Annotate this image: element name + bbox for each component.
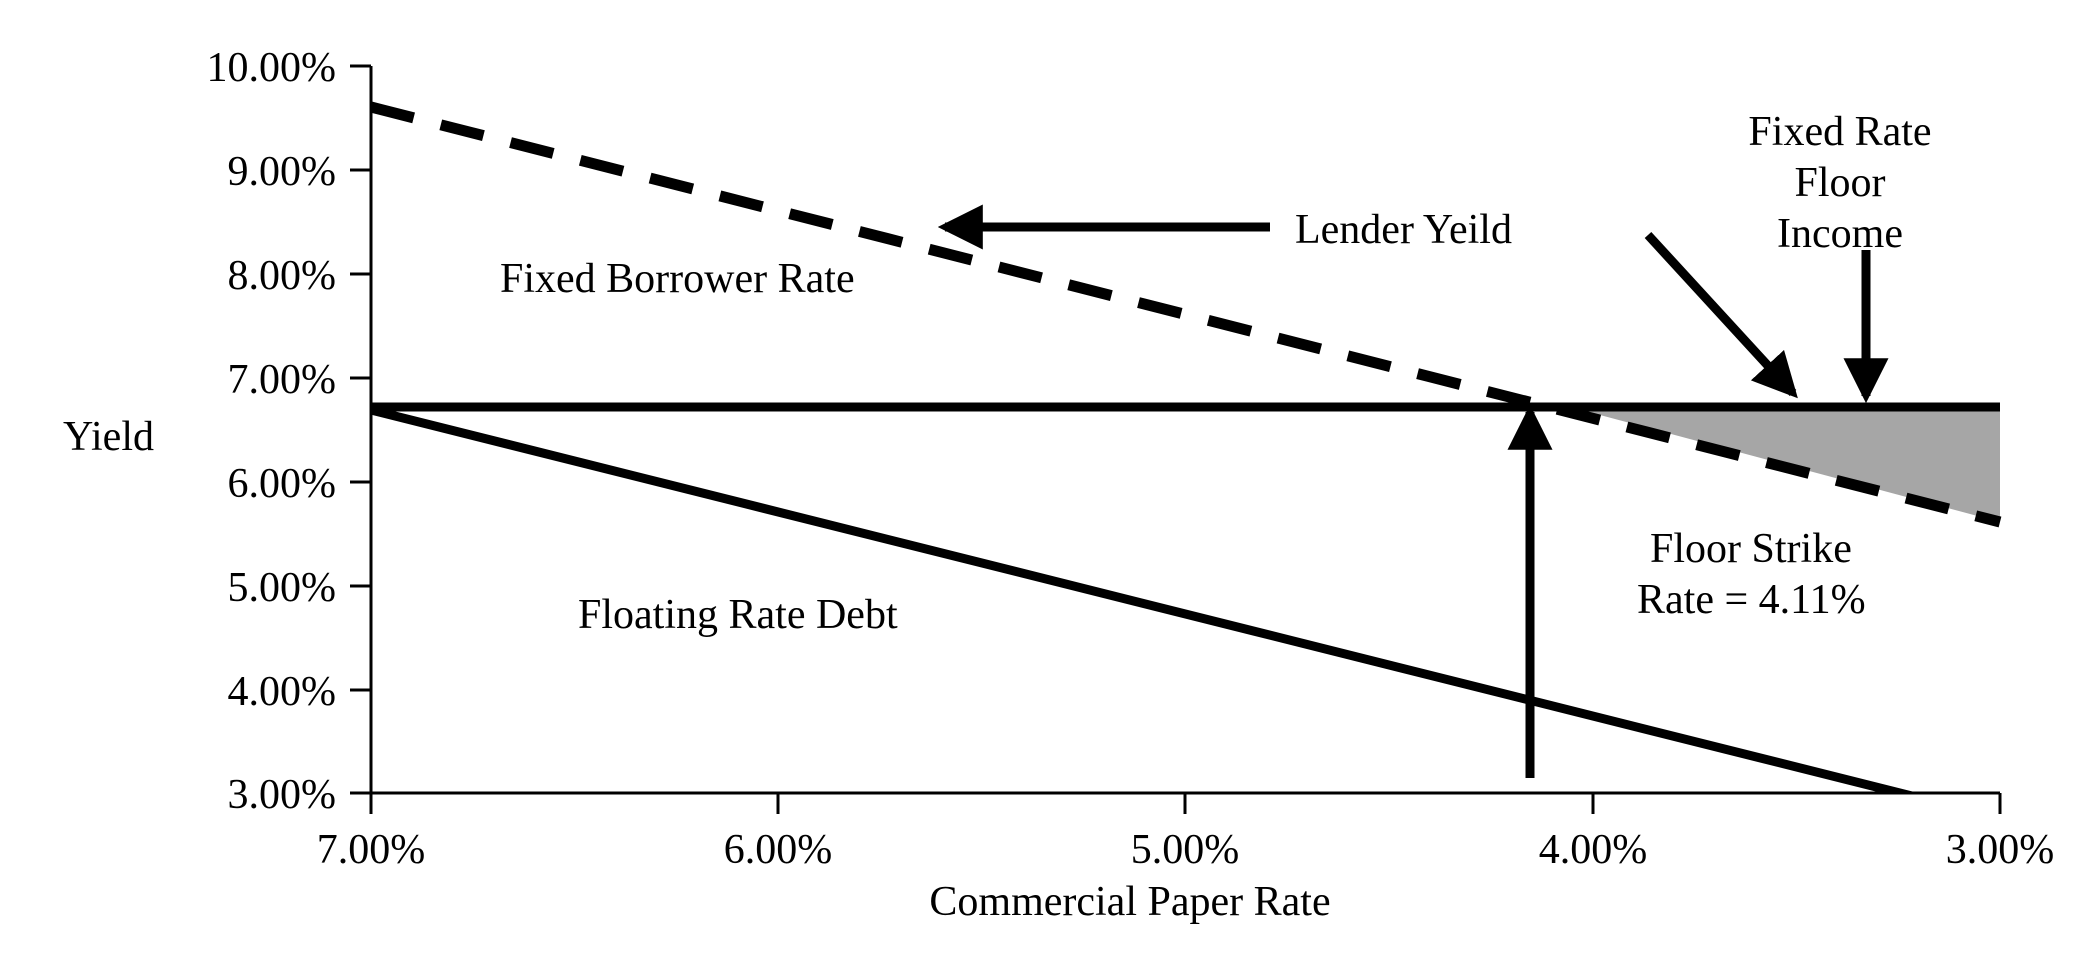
x-axis-title: Commercial Paper Rate	[929, 879, 1330, 925]
y-axis-title: Yield	[63, 414, 154, 460]
annotation-floor-income-line3: Income	[1777, 211, 1903, 257]
annotation-floor-income-line2: Floor	[1794, 160, 1885, 206]
x-tick-label-3: 3.00%	[1946, 827, 2055, 873]
annotation-lender-yeild: Lender Yeild	[1295, 207, 1512, 253]
x-axis-ticks-overlay	[369, 793, 2002, 814]
annotation-floor-strike-line1: Floor Strike	[1650, 526, 1852, 572]
y-tick-label-5: 5.00%	[228, 565, 337, 611]
series-lender-yeild-dashed-line	[369, 101, 2002, 528]
y-tick-label-8: 8.00%	[228, 253, 337, 299]
series-floating-rate-debt-line	[369, 405, 2002, 823]
y-tick-label-4: 4.00%	[228, 669, 337, 715]
floor-income-diagonal-arrow	[1644, 231, 1798, 399]
x-tick-label-4: 4.00%	[1539, 827, 1648, 873]
annotation-fixed-borrower-rate: Fixed Borrower Rate	[500, 256, 855, 302]
plot-bottom-mask	[371, 794, 2011, 854]
x-tick-label-6: 6.00%	[724, 827, 833, 873]
y-tick-label-10: 10.00%	[207, 45, 337, 91]
annotation-floor-strike-line2: Rate = 4.11%	[1637, 577, 1866, 623]
y-tick-label-3: 3.00%	[228, 772, 337, 818]
y-tick-label-7: 7.00%	[228, 357, 337, 403]
y-tick-label-6: 6.00%	[228, 461, 337, 507]
x-tick-label-5: 5.00%	[1131, 827, 1240, 873]
y-axis-ticks	[350, 64, 371, 795]
y-tick-label-9: 9.00%	[228, 149, 337, 195]
annotation-floating-rate-debt: Floating Rate Debt	[578, 592, 898, 638]
annotation-floor-income-line1: Fixed Rate	[1748, 109, 1931, 155]
x-tick-label-7: 7.00%	[317, 827, 426, 873]
